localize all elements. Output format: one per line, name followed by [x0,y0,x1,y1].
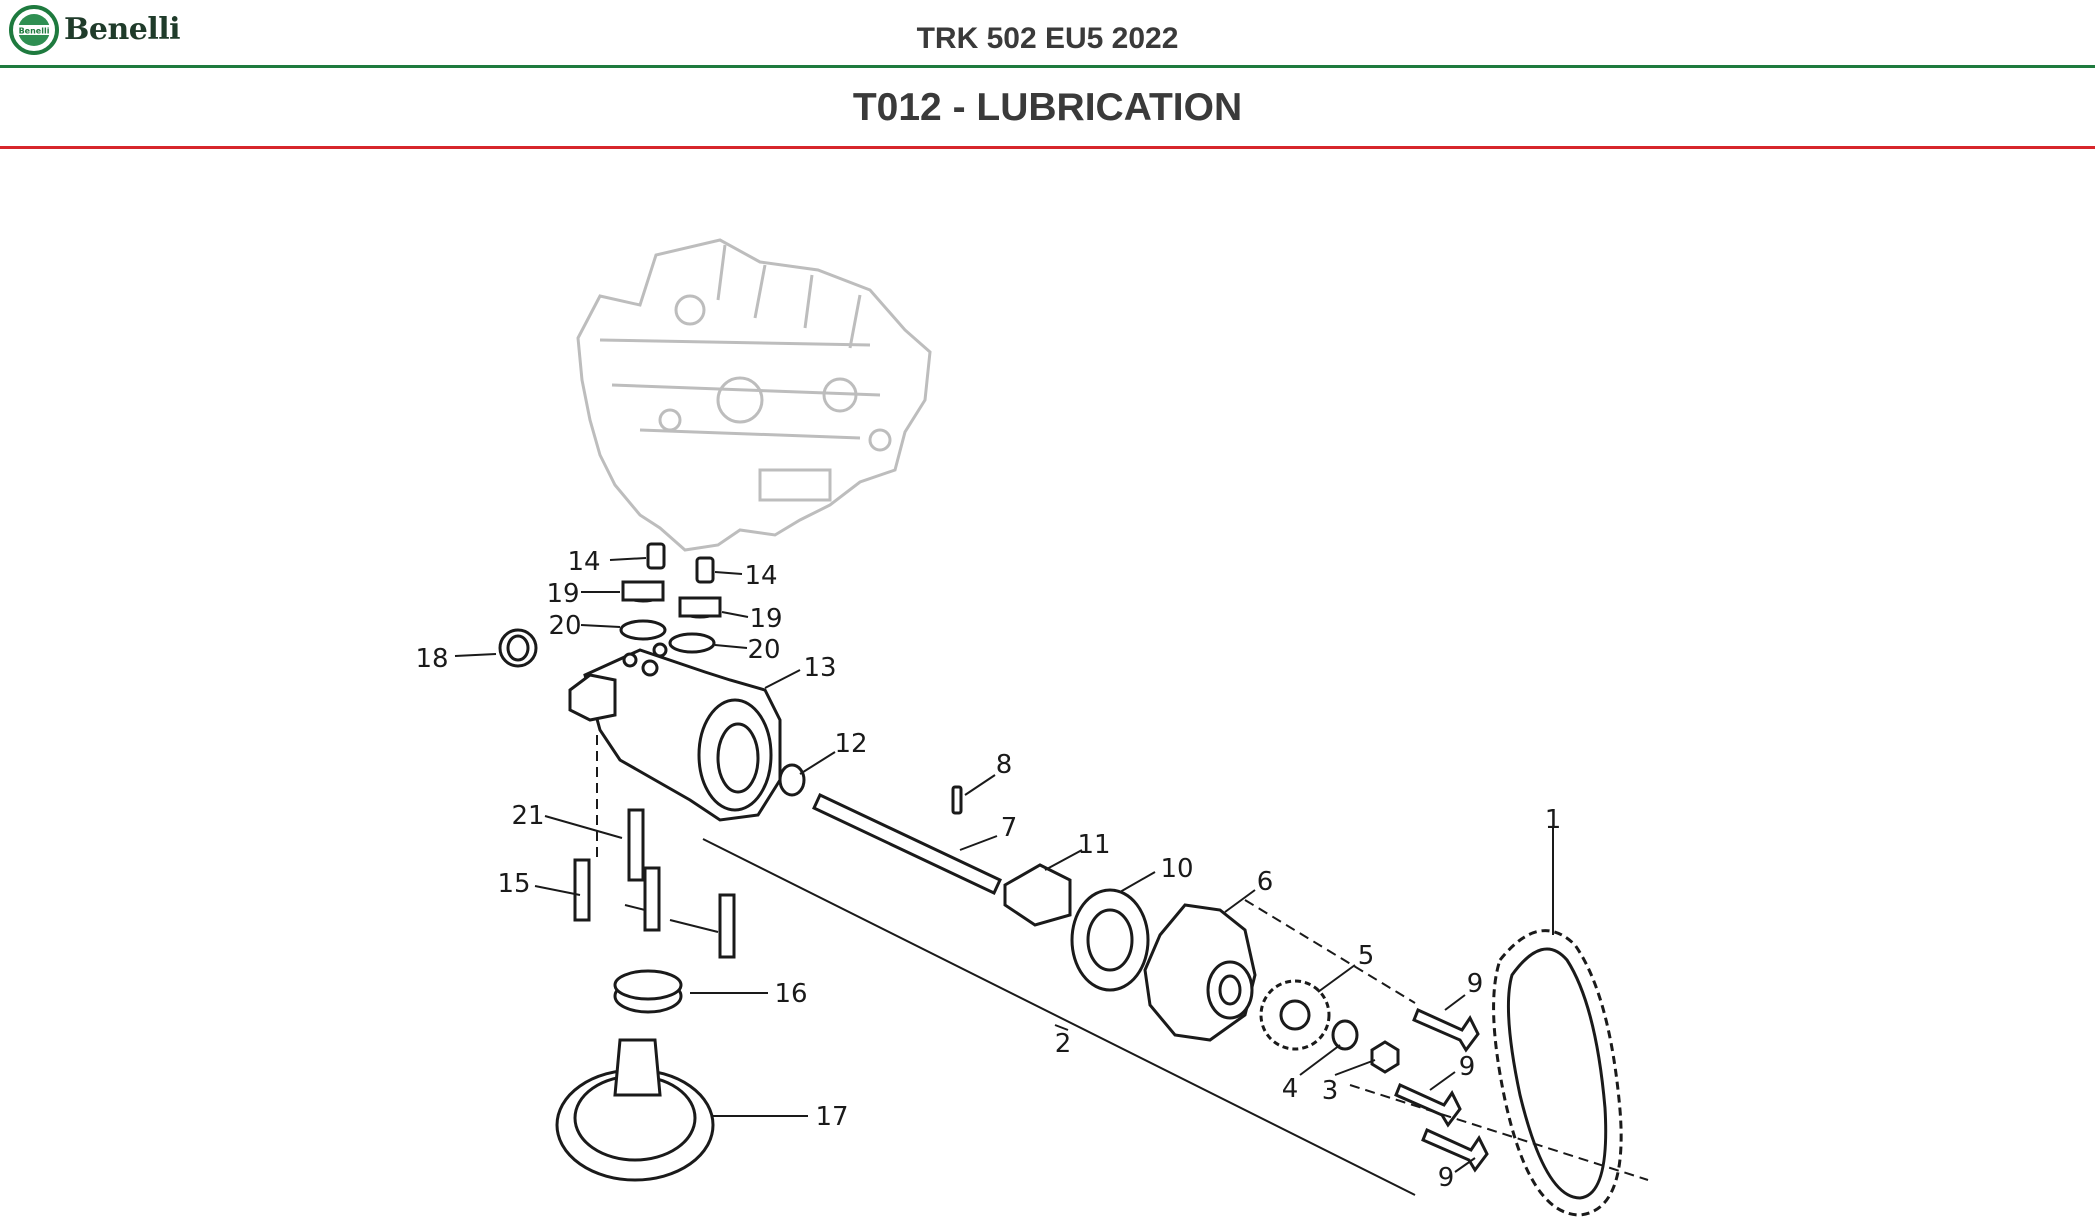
dowels-and-seals [498,542,722,668]
callout-13: 13 [803,653,836,683]
callout-21: 21 [511,801,544,831]
brand-name: Benelli [64,12,181,47]
benelli-lion-icon: Benelli [9,5,59,55]
callout-8: 8 [996,750,1013,780]
callout-9-top: 9 [1467,969,1484,999]
model-title: TRK 502 EU5 2022 [916,22,1179,55]
callout-11: 11 [1077,830,1110,860]
callout-1: 1 [1545,805,1562,835]
callout-14-right: 14 [744,561,777,591]
callout-20-left: 20 [548,611,581,641]
o-ring-12 [778,763,806,797]
oil-pump-body [568,642,782,822]
pump-rotors [1003,863,1150,992]
callout-9-bottom: 9 [1438,1163,1455,1193]
callout-6: 6 [1257,867,1274,897]
screws [573,808,736,959]
callout-9-middle: 9 [1459,1052,1476,1082]
callout-20-right: 20 [747,635,780,665]
callout-labels: 1 2 3 4 5 6 7 8 9 9 9 10 11 12 13 14 14 … [415,547,1561,1193]
sprocket-assembly [1259,979,1400,1074]
callout-14-left: 14 [567,547,600,577]
page-header: Benelli Benelli TRK 502 EU5 2022 T012 - … [0,0,2095,150]
section-title: T012 - LUBRICATION [852,86,1243,129]
svg-text:Benelli: Benelli [19,27,50,36]
callout-16: 16 [774,979,807,1009]
leader-lines [454,557,1554,1173]
callout-3: 3 [1322,1076,1339,1106]
callout-7: 7 [1001,813,1018,843]
callout-5: 5 [1358,941,1375,971]
callout-15: 15 [497,869,530,899]
callout-18: 18 [415,644,448,674]
crankcase-ghost [576,238,932,552]
bolts-9 [1394,1007,1489,1173]
header-divider-green [0,65,2095,68]
callout-17: 17 [815,1102,848,1132]
rod-2 [702,838,1416,1196]
callout-12: 12 [834,729,867,759]
header-divider-red [0,146,2095,149]
callout-19-right: 19 [749,604,782,634]
seal-and-strainer [555,969,715,1182]
callout-19-left: 19 [546,579,579,609]
callout-10: 10 [1160,854,1193,884]
axis-lines [596,735,1649,1181]
brand-logo: Benelli Benelli [8,4,188,56]
pump-cover [1143,903,1257,1042]
callout-2: 2 [1055,1029,1072,1059]
callout-4: 4 [1282,1074,1299,1104]
timing-chain [1492,929,1623,1217]
pump-shaft [812,785,1002,896]
